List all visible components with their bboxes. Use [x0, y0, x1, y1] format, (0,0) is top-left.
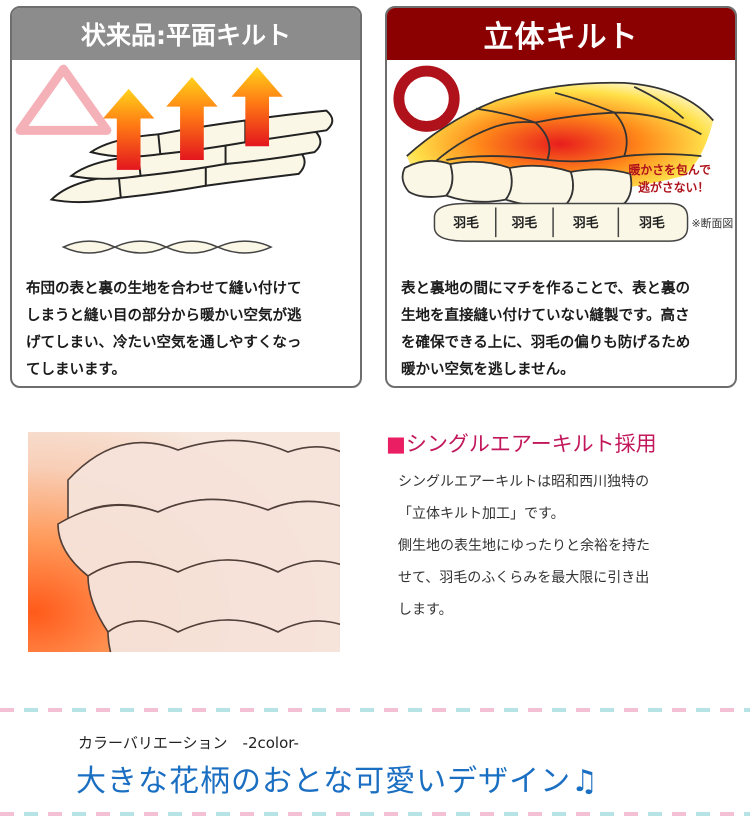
- feature-title: ■シングルエアーキルト採用: [386, 428, 657, 458]
- color-variation-label: カラーバリエーション -2color-: [78, 734, 299, 752]
- 3d-quilt-card: 立体キルト ○: [385, 6, 737, 388]
- flat-quilt-illustration: △: [15, 64, 334, 254]
- flat-quilt-line-3: げてしまい、冷たい空気を通しやすくなっ: [26, 335, 302, 351]
- flat-quilt-line-4: てしまいます。: [26, 362, 127, 378]
- quilt-closeup-image: [28, 432, 340, 652]
- 3d-quilt-illustration: ○ 暖かさを包んで 逃がさない！ 羽毛 羽毛 羽毛 羽毛 ※断面図: [393, 65, 734, 242]
- 3d-quilt-header: 立体キルト: [387, 8, 735, 60]
- 3d-quilt-title: 立体キルト: [483, 20, 639, 55]
- flat-quilt-title: 状来品:平面キルト: [81, 21, 291, 50]
- feature-line-5: します。: [398, 602, 453, 618]
- flat-quilt-description: 布団の表と裏の生地を合わせて縫い付けて しまうと縫い目の部分から暖かい空気が逃 …: [26, 276, 350, 384]
- dashed-divider-top: [0, 708, 750, 712]
- 3d-quilt-line-2: 生地を直接縫い付けていない縫製です。高さ: [401, 308, 690, 324]
- cross-section-label-4: 羽毛: [639, 215, 665, 231]
- feature-line-4: せて、羽毛のふくらみを最大限に引き出: [398, 570, 650, 586]
- flat-quilt-header: 状来品:平面キルト: [12, 8, 360, 60]
- feature-line-3: 側生地の表生地にゆったりと余裕を持た: [398, 538, 650, 554]
- design-tagline: 大きな花柄のおとな可愛いデザイン♫: [76, 764, 599, 799]
- cross-section-label-3: 羽毛: [573, 215, 599, 231]
- feature-description: シングルエアーキルトは昭和西川独特の 「立体キルト加工」です。 側生地の表生地に…: [398, 466, 738, 626]
- warmth-callout-line-2: 逃がさない！: [638, 181, 709, 195]
- flat-quilt-line-1: 布団の表と裏の生地を合わせて縫い付けて: [26, 281, 302, 297]
- 3d-quilt-line-1: 表と裏地の間にマチを作ることで、表と裏の: [401, 281, 690, 297]
- cross-section-label-2: 羽毛: [512, 215, 538, 231]
- cross-section-label-1: 羽毛: [453, 215, 479, 231]
- triangle-mark-icon: [15, 64, 112, 135]
- warmth-callout-line-1: 暖かさを包んで: [629, 163, 712, 177]
- circle-mark-icon: [393, 65, 460, 132]
- feature-line-2: 「立体キルト加工」です。: [398, 506, 565, 522]
- dashed-divider-bottom: [0, 812, 750, 816]
- 3d-quilt-line-4: 暖かい空気を逃しません。: [401, 362, 575, 378]
- feature-bullet-icon: ■: [386, 432, 406, 456]
- cross-section-note: ※断面図: [692, 216, 734, 230]
- flat-quilt-card: 状来品:平面キルト △: [10, 6, 362, 388]
- 3d-quilt-description: 表と裏地の間にマチを作ることで、表と裏の 生地を直接縫い付けていない縫製です。高…: [401, 276, 725, 384]
- 3d-quilt-line-3: を確保できる上に、羽毛の偏りも防げるため: [401, 335, 691, 351]
- flat-quilt-line-2: しまうと縫い目の部分から暖かい空気が逃: [26, 308, 302, 324]
- feature-title-text: シングルエアーキルト採用: [405, 432, 657, 456]
- feature-line-1: シングルエアーキルトは昭和西川独特の: [398, 474, 650, 490]
